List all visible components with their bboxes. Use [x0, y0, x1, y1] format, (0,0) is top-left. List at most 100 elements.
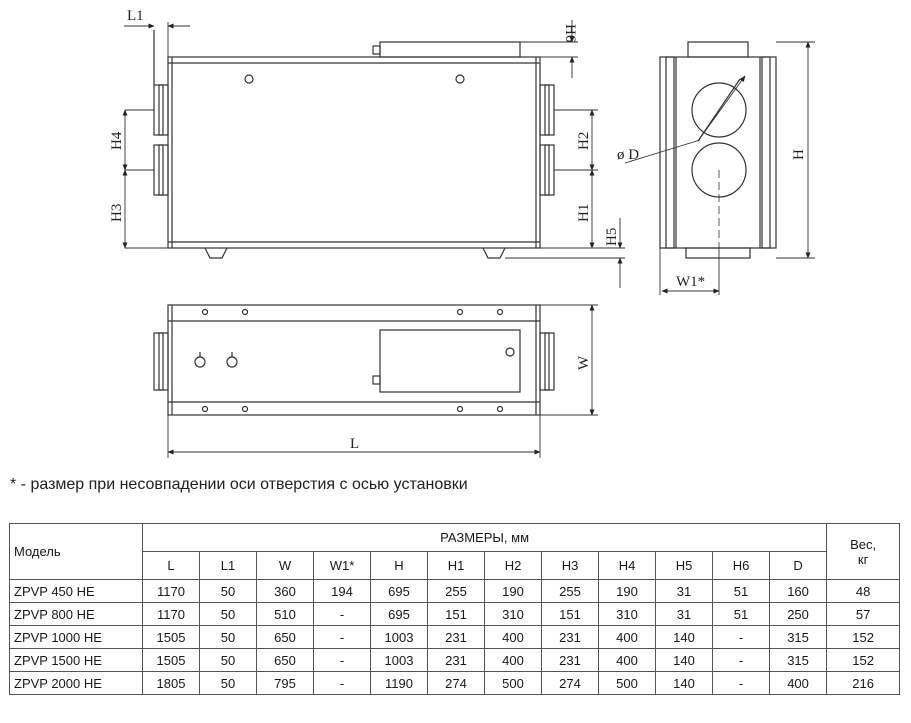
- right-duct-upper: [539, 84, 555, 136]
- dim-w: W: [576, 355, 592, 370]
- column-header: H6: [712, 551, 770, 580]
- dimension-cell: 250: [768, 602, 828, 626]
- dimension-cell: 400: [598, 625, 656, 649]
- column-header: D: [768, 551, 828, 580]
- dimension-cell: 500: [598, 671, 656, 695]
- model-cell: ZPVP 1000 HE: [9, 625, 143, 649]
- column-header: W: [256, 551, 314, 580]
- dimension-cell: 51: [712, 579, 770, 603]
- dimension-cell: 310: [484, 602, 542, 626]
- dim-h4: H4: [109, 131, 125, 150]
- dimension-cell: 31: [655, 602, 713, 626]
- dimension-cell: 231: [427, 625, 485, 649]
- side-view: [659, 41, 777, 259]
- column-header: L: [142, 551, 200, 580]
- model-cell: ZPVP 1500 HE: [9, 648, 143, 672]
- front-view-body: [167, 56, 541, 249]
- side-top-panel: [687, 41, 749, 58]
- foot: [482, 247, 506, 259]
- dimension-cell: 50: [199, 671, 257, 695]
- dim-h2: H2: [576, 132, 592, 150]
- dimension-cell: 1805: [142, 671, 200, 695]
- dimension-cell: 315: [768, 625, 828, 649]
- dim-l1: L1: [127, 8, 144, 24]
- side-view-body: [659, 56, 777, 249]
- dim-h6: H6: [562, 24, 578, 43]
- footnote: * - размер при несовпадении оси отверсти…: [10, 476, 468, 493]
- top-duct-right: [539, 332, 555, 391]
- column-header: H2: [484, 551, 542, 580]
- dimension-cell: -: [313, 625, 371, 649]
- dimension-cell: 50: [199, 625, 257, 649]
- model-header: Модель: [9, 523, 143, 580]
- dimension-cell: 140: [655, 648, 713, 672]
- dimension-cell: 190: [598, 579, 656, 603]
- weight-header-line2: кг: [857, 551, 869, 567]
- dimension-cell: -: [313, 671, 371, 695]
- dimension-cell: 650: [256, 625, 314, 649]
- knob-icon: [226, 356, 238, 368]
- dimension-cell: 650: [256, 648, 314, 672]
- dim-h: H: [791, 149, 807, 160]
- column-header: H1: [427, 551, 485, 580]
- dimension-cell: 510: [256, 602, 314, 626]
- dimension-cell: 1505: [142, 648, 200, 672]
- dimension-cell: 50: [199, 579, 257, 603]
- dimension-cell: 360: [256, 579, 314, 603]
- dimension-cell: 400: [598, 648, 656, 672]
- dimension-cell: 160: [768, 579, 828, 603]
- dimension-cell: 695: [370, 579, 428, 603]
- dimension-cell: 151: [427, 602, 485, 626]
- dimension-cell: -: [313, 602, 371, 626]
- dimension-cell: 695: [370, 602, 428, 626]
- dimension-cell: 50: [199, 602, 257, 626]
- top-view: [153, 304, 555, 416]
- dim-h5: H5: [604, 228, 620, 246]
- dimension-cell: 400: [484, 648, 542, 672]
- dimension-cell: 50: [199, 648, 257, 672]
- dimension-cell: 51: [712, 602, 770, 626]
- dimensions-header: РАЗМЕРЫ, мм: [141, 523, 828, 552]
- dim-h3: H3: [109, 204, 125, 222]
- top-duct-left: [153, 332, 169, 391]
- column-header: H4: [598, 551, 656, 580]
- column-header: W1*: [313, 551, 371, 580]
- dimension-cell: 1190: [370, 671, 428, 695]
- dimension-cell: 190: [484, 579, 542, 603]
- dimension-cell: -: [313, 648, 371, 672]
- weight-cell: 48: [826, 579, 901, 603]
- dim-h1: H1: [576, 204, 592, 222]
- dimension-cell: -: [712, 648, 770, 672]
- dimension-cell: 231: [541, 648, 599, 672]
- dimension-cell: 231: [541, 625, 599, 649]
- dimension-cell: 400: [768, 671, 828, 695]
- column-header: L1: [199, 551, 257, 580]
- dimension-cell: 31: [655, 579, 713, 603]
- technical-drawing: L1 H6 H4 H3 H2 H1 H5 H ø D W1*: [109, 8, 815, 458]
- column-header: H5: [655, 551, 713, 580]
- model-cell: ZPVP 800 HE: [9, 602, 143, 626]
- dimension-cell: 274: [427, 671, 485, 695]
- dimension-cell: 194: [313, 579, 371, 603]
- left-duct-lower: [153, 144, 169, 196]
- knob-icon: [194, 356, 206, 368]
- dimension-cell: 400: [484, 625, 542, 649]
- dimension-cell: 151: [541, 602, 599, 626]
- right-duct-lower: [539, 144, 555, 196]
- dimension-cell: 315: [768, 648, 828, 672]
- dimension-cell: 1170: [142, 579, 200, 603]
- dimension-cell: 255: [427, 579, 485, 603]
- weight-cell: 152: [826, 648, 901, 672]
- access-panel: [379, 329, 521, 393]
- weight-header-line1: Вес,: [850, 536, 877, 552]
- bolt-icon: [244, 74, 254, 84]
- duct-opening-upper: [691, 82, 747, 138]
- dimension-cell: 1170: [142, 602, 200, 626]
- dimension-cell: -: [712, 671, 770, 695]
- left-duct-upper: [153, 84, 169, 136]
- model-cell: ZPVP 450 HE: [9, 579, 143, 603]
- weight-header: Вес, кг: [826, 523, 901, 580]
